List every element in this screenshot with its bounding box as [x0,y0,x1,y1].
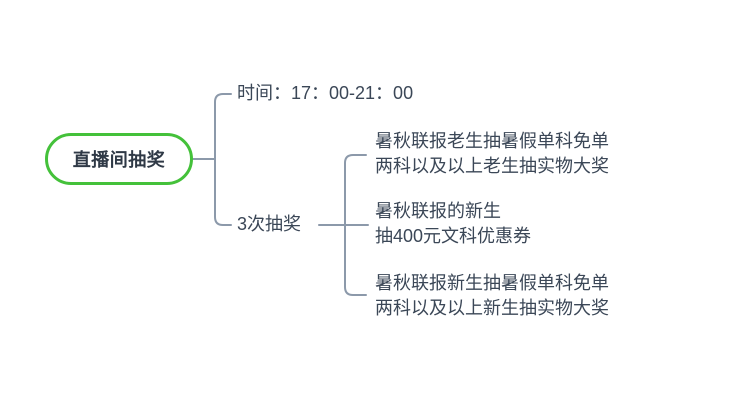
root-node-label: 直播间抽奖 [72,150,166,170]
root-node[interactable]: 直播间抽奖 [45,133,193,185]
leaf-new-students-prize[interactable]: 暑秋联报新生抽暑假单科免单 两科以及以上新生抽实物大奖 [375,271,609,321]
branch-draws[interactable]: 3次抽奖 [237,214,302,234]
leaf-line-1: 暑秋联报新生抽暑假单科免单 [375,273,609,293]
leaf-line-2: 两科以及以上新生抽实物大奖 [375,298,609,318]
connector-level2-bracket [344,154,367,296]
leaf-line-1: 暑秋联报老生抽暑假单科免单 [375,131,609,151]
leaf-line-2: 两科以及以上老生抽实物大奖 [375,156,609,176]
leaf-old-students[interactable]: 暑秋联报老生抽暑假单科免单 两科以及以上老生抽实物大奖 [375,129,609,179]
connector-level1-bracket [214,93,232,226]
leaf-line-1: 暑秋联报的新生 [375,201,501,221]
leaf-line-2: 抽400元文科优惠券 [375,226,532,246]
leaf-new-students-coupon[interactable]: 暑秋联报的新生 抽400元文科优惠券 [375,199,531,249]
branch-time[interactable]: 时间：17：00-21：00 [237,83,414,103]
